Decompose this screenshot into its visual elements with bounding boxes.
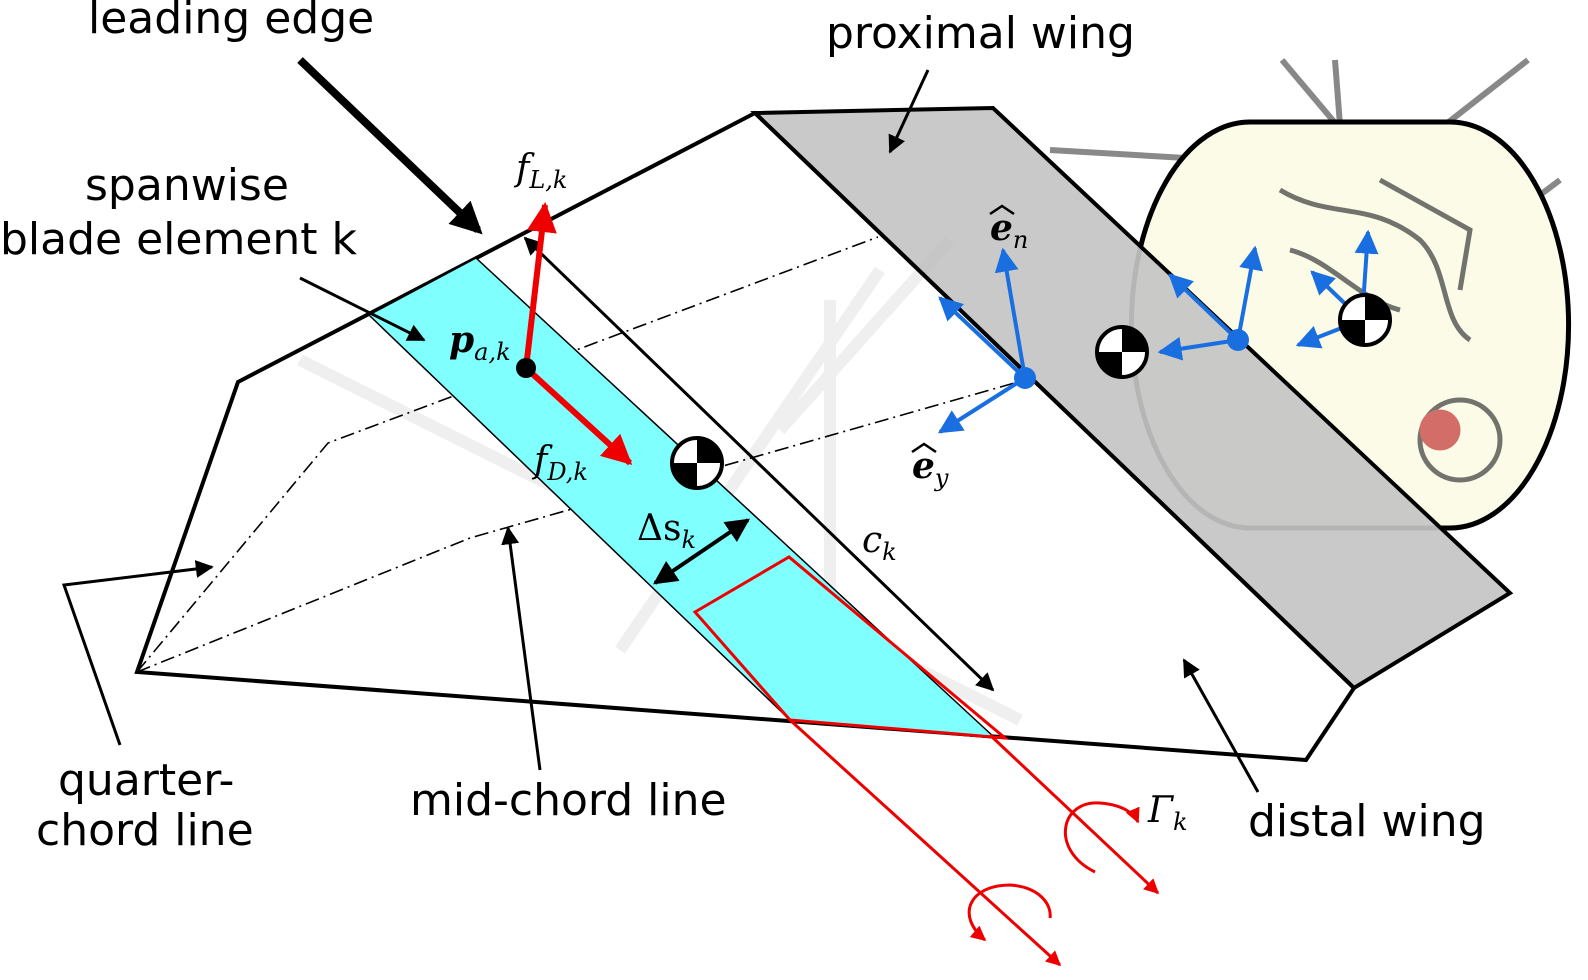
quarter-chord-arrow [61, 560, 214, 746]
label-quarter-2: chord line [36, 805, 254, 856]
symbol-lateral-axis: ey [912, 445, 949, 492]
frame-axes-hinge [937, 247, 1027, 434]
lift-force-arrow [523, 202, 557, 369]
chord-length-arrow [523, 236, 995, 692]
symbol-normal-axis: en [990, 207, 1028, 254]
circulation-arrow-2 [967, 883, 1052, 942]
hinge-frame-origin [1014, 367, 1036, 389]
distal-wing-arrow [1182, 658, 1260, 793]
symbol-span-width: Δsk [637, 508, 696, 554]
wing-hinge [753, 111, 1356, 690]
symbol-drag: fD,k [531, 440, 588, 486]
body-frame-origin [1227, 329, 1249, 351]
body-mechanism [1278, 177, 1503, 483]
label-mid-chord: mid-chord line [410, 775, 727, 826]
mid-chord-arrow [501, 526, 542, 771]
normal-axis-hat [989, 204, 1015, 216]
trailing-vortex-line-1 [788, 718, 1062, 967]
label-leading-edge: leading edge [88, 0, 374, 44]
symbol-lift: fL,k [513, 148, 567, 194]
center-of-mass-icon [1095, 325, 1149, 379]
lateral-axis-hat [911, 442, 937, 454]
label-spanwise-2: blade element k [0, 214, 358, 265]
proximal-wing-arrow [888, 69, 930, 154]
center-of-mass-icon [670, 436, 724, 490]
frame-axes-body [1157, 245, 1263, 361]
label-spanwise-1: spanwise [85, 160, 289, 211]
span-width-arrow [653, 518, 750, 585]
symbol-chord: ck [862, 520, 897, 566]
label-proximal-wing: proximal wing [826, 8, 1135, 59]
symbol-circulation: Γk [1147, 790, 1188, 836]
trailing-vortex-line-2 [988, 733, 1160, 895]
label-quarter-1: quarter- [58, 755, 234, 806]
leading-edge-arrow [297, 57, 483, 235]
drag-force-arrow [523, 365, 633, 466]
circulation-arrow-1 [1064, 801, 1140, 874]
label-distal-wing: distal wing [1248, 796, 1486, 847]
aerodynamic-center-point [516, 358, 536, 378]
center-of-mass-icon [1338, 293, 1392, 347]
symbol-position: pa,k [449, 319, 511, 366]
blade-element-arrow [299, 276, 426, 342]
